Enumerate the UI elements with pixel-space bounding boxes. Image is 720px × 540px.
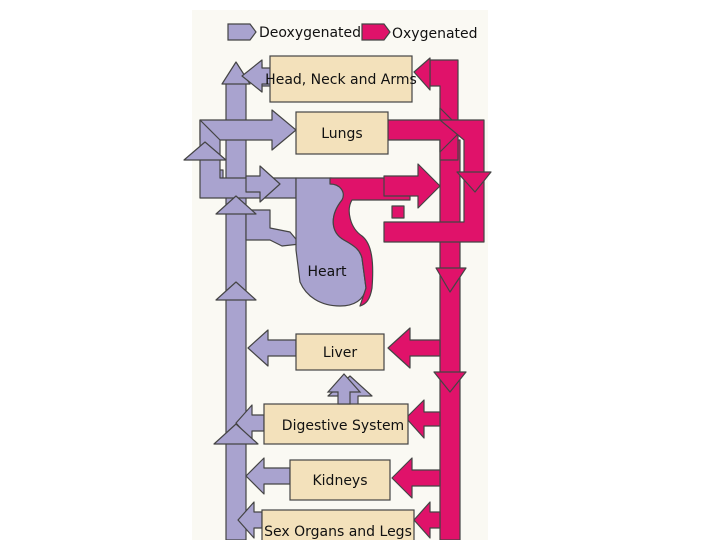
lungs-label: Lungs bbox=[321, 126, 362, 142]
head-label: Head, Neck and Arms bbox=[265, 72, 417, 88]
liver-label: Liver bbox=[323, 345, 358, 361]
liver-box bbox=[295, 333, 385, 371]
vein-up-arrow-low bbox=[213, 423, 259, 445]
outer-up-arrow bbox=[183, 141, 227, 161]
legend-deoxygenated-swatch bbox=[227, 23, 257, 41]
vein-into-heart bbox=[245, 165, 281, 203]
sex-legs-label: Sex Organs and Legs bbox=[264, 524, 412, 540]
aorta-to-digestive-arrow bbox=[405, 399, 441, 439]
vein-up-arrow-mid2 bbox=[215, 195, 257, 215]
vein-up-arrow-mid bbox=[215, 281, 257, 301]
vein-up-arrow-top bbox=[221, 61, 251, 85]
aorta-from-heart-arrow bbox=[383, 163, 441, 209]
legs-return-arrow bbox=[237, 501, 263, 539]
legend-oxygenated-label: Oxygenated bbox=[392, 26, 478, 42]
aorta-down-arrow-2 bbox=[433, 371, 467, 393]
pulmonary-vein bbox=[387, 107, 463, 153]
right-down-arrow bbox=[456, 171, 492, 193]
organ-boxes bbox=[261, 55, 415, 540]
liver-return-arrow bbox=[247, 329, 297, 367]
digestive-box bbox=[263, 403, 409, 445]
oxygenated-vessels bbox=[329, 57, 492, 540]
digestive-to-liver-arrow bbox=[326, 373, 362, 405]
vena-cava-vertical bbox=[225, 81, 247, 540]
aorta-to-heart-inner bbox=[391, 205, 405, 219]
legend-deoxygenated-label: Deoxygenated bbox=[259, 25, 361, 41]
sex-legs-box bbox=[261, 509, 415, 540]
lungs-box bbox=[295, 111, 389, 155]
digestive-label: Digestive System bbox=[282, 418, 404, 434]
aorta-to-kidneys-arrow bbox=[391, 457, 441, 499]
kidneys-box bbox=[289, 459, 391, 501]
heart-label: Heart bbox=[308, 264, 347, 280]
legend: Deoxygenated Oxygenated bbox=[227, 23, 478, 42]
deoxygenated-vessels bbox=[183, 59, 373, 540]
kidneys-label: Kidneys bbox=[312, 473, 367, 489]
pulmonary-outer-loop-right bbox=[383, 119, 485, 243]
kidneys-return-arrow bbox=[245, 457, 291, 495]
aorta-to-legs-arrow bbox=[413, 501, 441, 539]
legend-oxygenated-swatch bbox=[361, 23, 391, 41]
aorta-vertical bbox=[439, 139, 461, 540]
aorta-head-arrow bbox=[413, 57, 431, 91]
head-box bbox=[269, 55, 413, 103]
aorta-down-arrow-1 bbox=[435, 267, 467, 293]
aorta-to-liver-arrow bbox=[387, 327, 441, 369]
